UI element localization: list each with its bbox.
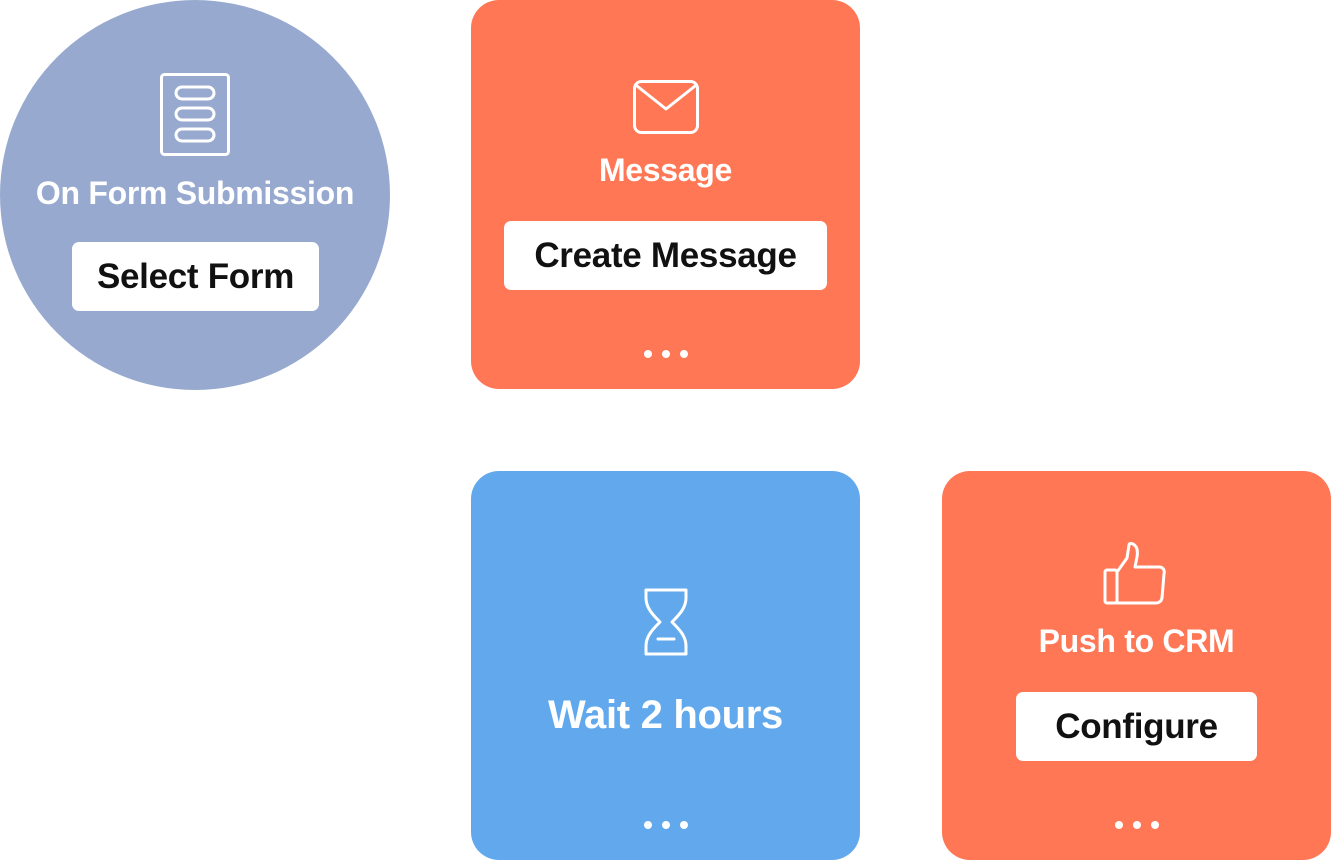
more-dots-icon[interactable] <box>643 348 688 360</box>
dot <box>1114 821 1123 829</box>
dot <box>643 821 652 829</box>
thumbs-up-icon <box>1103 542 1166 605</box>
message-step-card[interactable]: Message Create Message <box>471 0 860 389</box>
dot <box>679 350 688 358</box>
dot <box>661 350 670 358</box>
crm-title: Push to CRM <box>1038 623 1235 659</box>
more-dots-icon[interactable] <box>643 819 688 831</box>
dot <box>1132 821 1141 829</box>
dot <box>679 821 688 829</box>
crm-step-card[interactable]: Push to CRM Configure <box>942 471 1331 860</box>
hourglass-icon <box>644 588 688 656</box>
wait-title: Wait 2 hours <box>548 693 783 737</box>
dot <box>661 821 670 829</box>
form-icon <box>160 73 230 156</box>
message-title: Message <box>598 152 733 188</box>
trigger-node-form-submission[interactable]: On Form Submission Select Form <box>0 0 390 390</box>
select-form-button[interactable]: Select Form <box>72 242 319 311</box>
more-dots-icon[interactable] <box>1114 819 1159 831</box>
wait-step-card[interactable]: Wait 2 hours <box>471 471 860 860</box>
trigger-title: On Form Submission <box>35 175 355 211</box>
configure-button[interactable]: Configure <box>1016 692 1257 761</box>
envelope-icon <box>633 80 699 134</box>
dot <box>643 350 652 358</box>
create-message-button[interactable]: Create Message <box>504 221 827 290</box>
dot <box>1150 821 1159 829</box>
